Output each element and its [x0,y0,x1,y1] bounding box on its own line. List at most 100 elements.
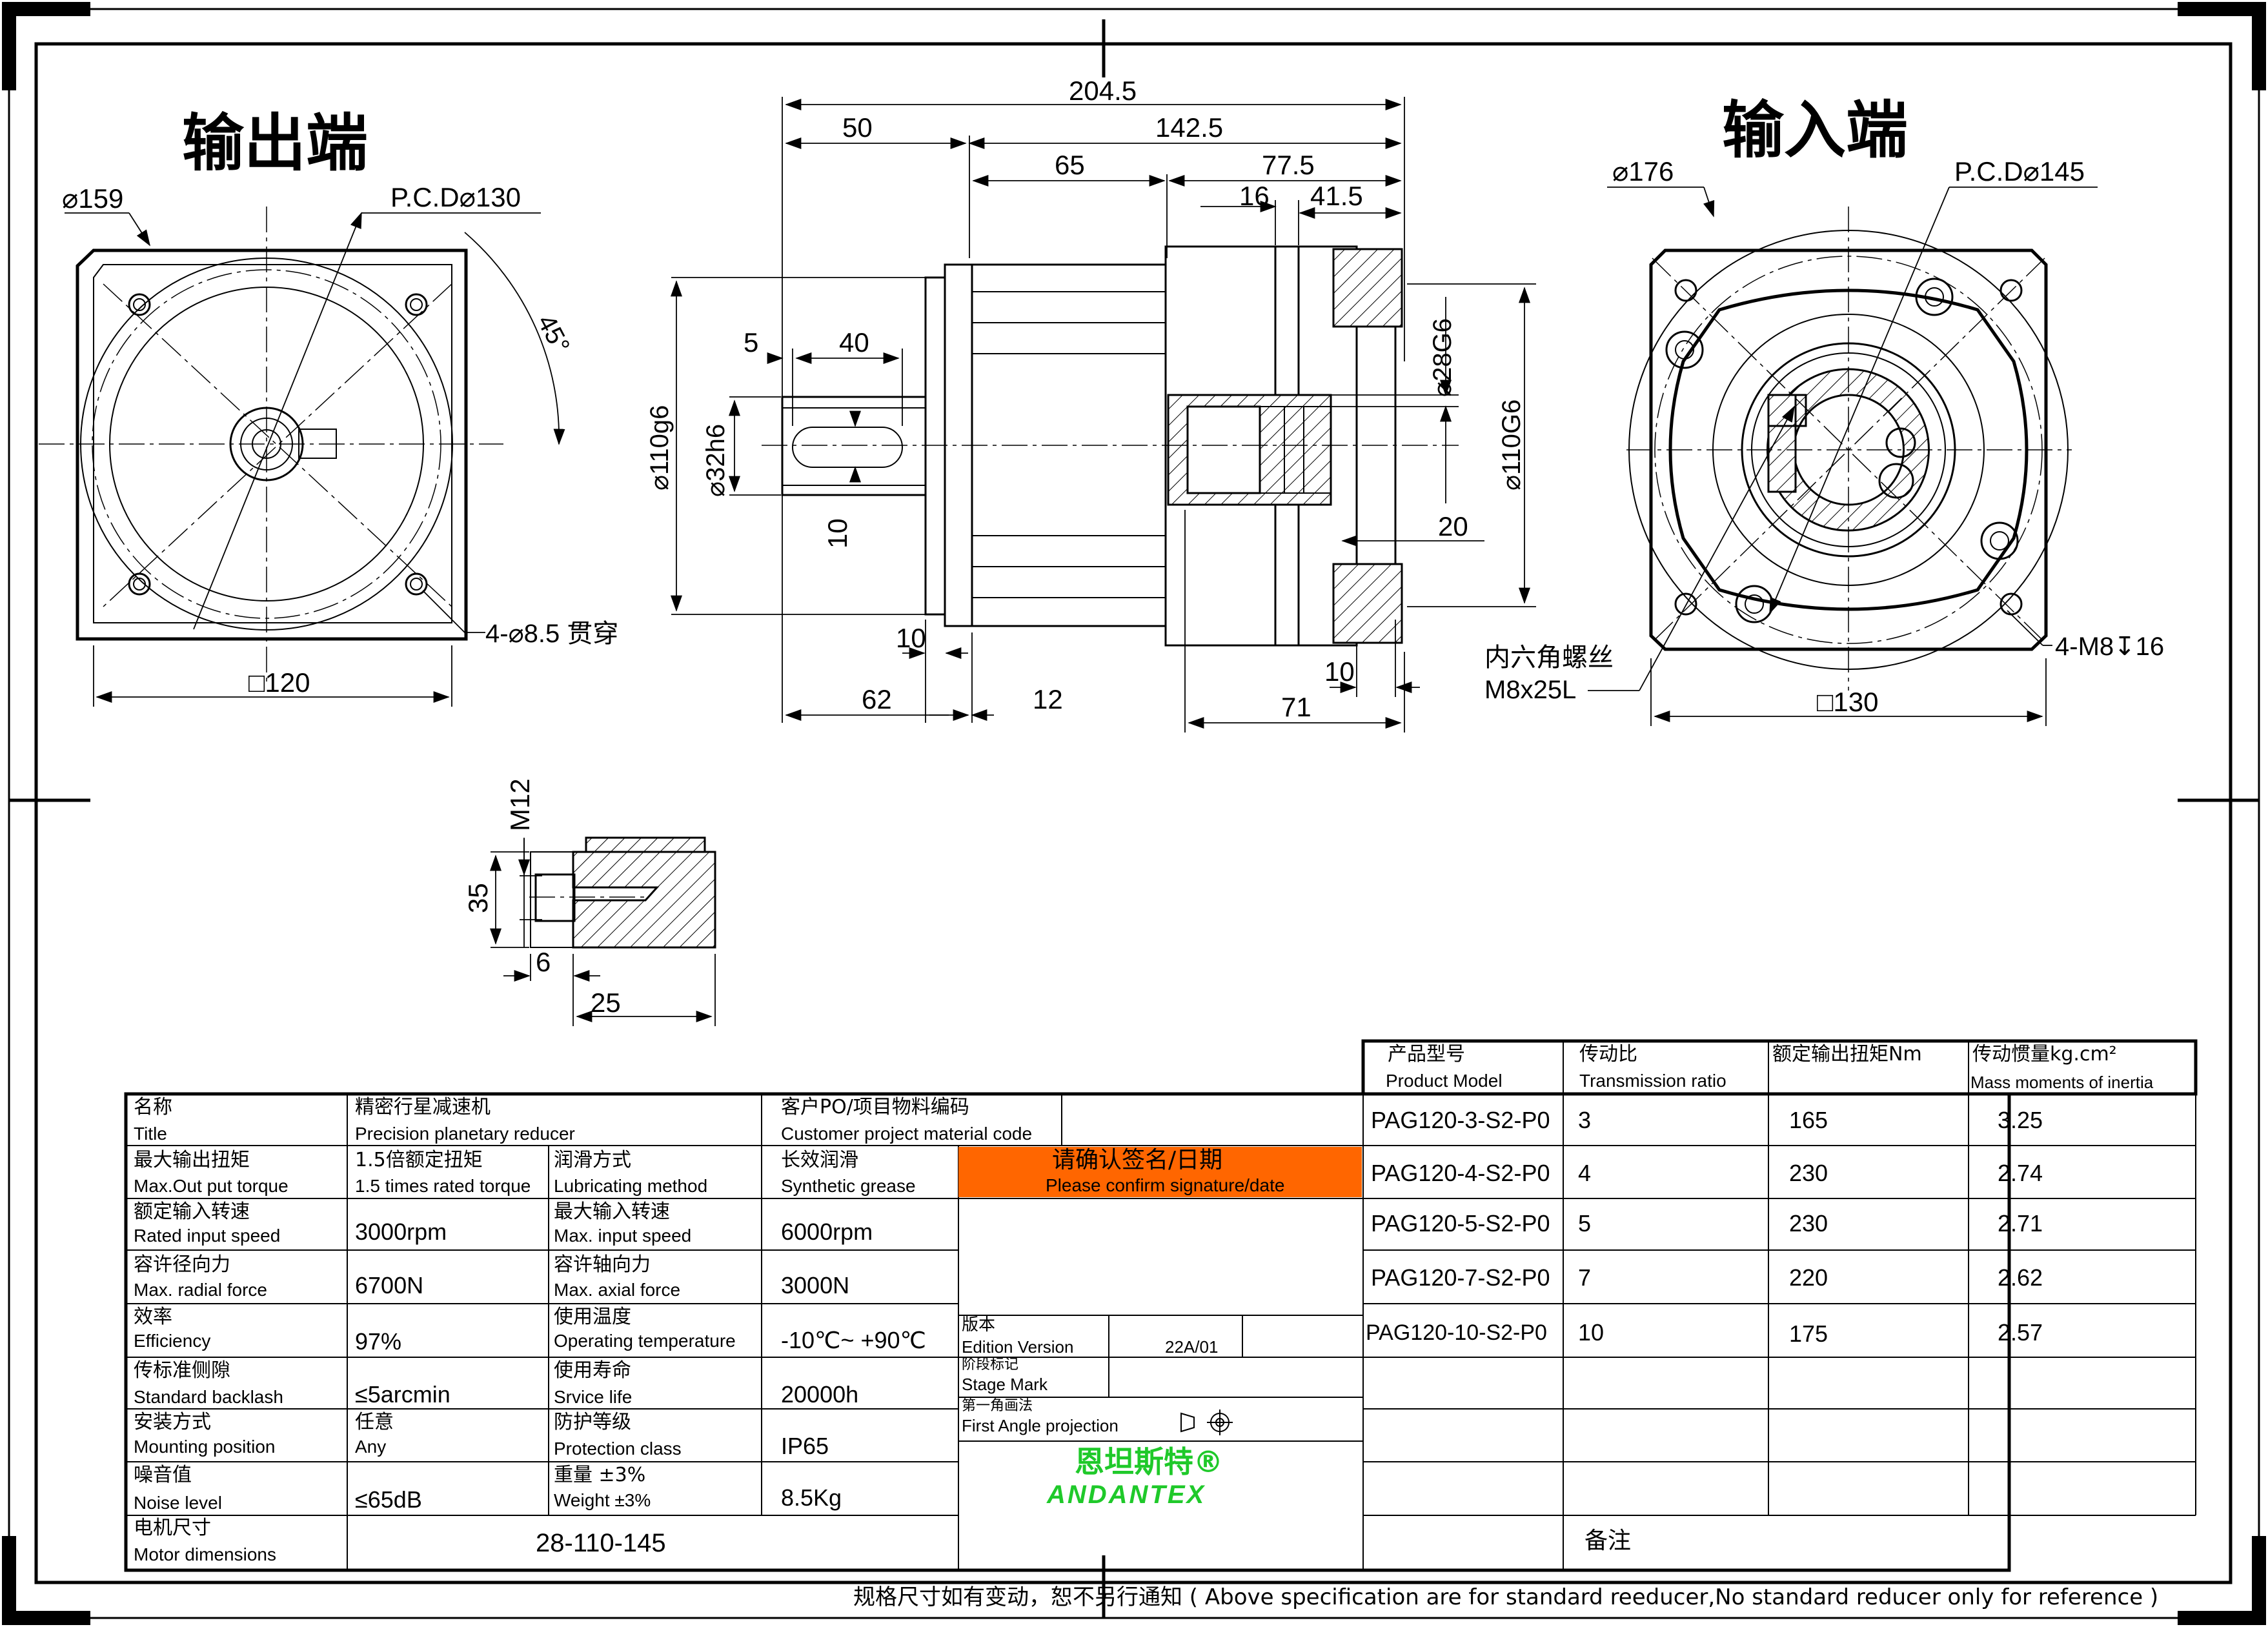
service-life-cn: 使用寿命 [554,1359,631,1382]
model-row-0-inertia: 3.25 [1998,1107,2043,1133]
remarks-label: 备注 [1585,1528,1632,1554]
output-title: 输出端 [182,107,368,179]
mounting-value-cn: 任意 [355,1411,394,1433]
rated-speed-en: Rated input speed [134,1226,281,1246]
output-holes-label: 4-⌀8.5 贯穿 [485,620,618,648]
header-inertia-cn: 传动惯量kg.cm² [1972,1043,2117,1066]
input-screw-label-1: 内六角螺丝 [1484,643,1614,672]
lubrication-en: Lubricating method [554,1176,708,1196]
radial-force-en: Max. radial force [134,1280,267,1300]
mounting-cn: 安装方式 [134,1411,211,1433]
projection-cn: 第一角画法 [962,1398,1033,1414]
dim-77-5: 77.5 [1262,150,1315,180]
max-speed-cn: 最大输入转速 [554,1200,670,1223]
header-inertia-en: Mass moments of inertia [1970,1073,2154,1092]
model-row-2-torque: 230 [1789,1210,1828,1237]
model-row-3-ratio: 7 [1578,1264,1592,1291]
temperature-cn: 使用温度 [554,1306,631,1328]
protection-cn: 防护等级 [554,1411,631,1433]
weight-en: Weight ±3% [554,1490,651,1510]
model-row-2-ratio: 5 [1578,1210,1592,1237]
model-row-0-model: PAG120-3-S2-P0 [1371,1107,1550,1133]
stage-cn: 阶段标记 [962,1357,1019,1373]
brand-logo-cn: 恩坦斯特® [1075,1444,1223,1479]
protection-value: IP65 [781,1433,829,1459]
dim-10a: 10 [822,518,853,549]
model-row-0-ratio: 3 [1578,1107,1592,1133]
detail-6-label: 6 [536,947,551,977]
shaft-detail-view: M12 35 6 25 [463,778,716,1026]
dim-62: 62 [862,684,892,714]
input-square-label: □130 [1817,687,1878,717]
row-title-cn: 名称 [134,1096,172,1118]
axial-force-value: 3000N [781,1272,850,1299]
footer-note: 规格尺寸如有变动，恕不另行通知 ( Above specification ar… [853,1584,2159,1610]
detail-m12-label: M12 [505,778,535,831]
dim-32: ⌀32h6 [702,424,730,497]
dim-28: ⌀28G6 [1428,318,1457,397]
confirm-signature-en[interactable]: Please confirm signature/date [1046,1175,1285,1195]
output-diameter-label: ⌀159 [62,183,123,214]
customer-code-cn: 客户PO/项目物料编码 [781,1096,969,1118]
max-torque-cn: 最大输出扭矩 [134,1149,250,1171]
radial-force-cn: 容许径向力 [134,1253,230,1276]
dim-20: 20 [1438,511,1468,541]
temperature-en: Operating temperature [554,1331,736,1351]
axial-force-en: Max. axial force [554,1280,681,1300]
dim-total: 204.5 [1069,76,1137,106]
model-row-1-inertia: 2.74 [1998,1160,2043,1186]
max-speed-value: 6000rpm [781,1218,873,1245]
model-row-4-inertia: 2.57 [1998,1319,2043,1346]
backlash-en: Standard backlash [134,1387,283,1407]
efficiency-en: Efficiency [134,1331,211,1351]
output-square-label: □120 [248,667,310,698]
weight-cn: 重量 ±3% [554,1464,646,1486]
customer-code-en: Customer project material code [781,1124,1033,1144]
brand-logo-en: ANDANTEX [1047,1480,1206,1509]
dim-71: 71 [1281,692,1311,722]
row-title-en: Title [134,1124,167,1144]
backlash-cn: 传标准侧隙 [134,1359,230,1382]
dim-5: 5 [744,327,758,358]
motor-dimensions-value: 28-110-145 [536,1529,666,1557]
header-ratio-cn: 传动比 [1579,1043,1637,1066]
projection-en: First Angle projection [962,1416,1119,1435]
motor-dimensions-en: Motor dimensions [134,1544,276,1564]
rated-speed-value: 3000rpm [355,1218,447,1245]
efficiency-cn: 效率 [134,1306,172,1328]
edition-en: Edition Version [962,1337,1074,1357]
model-row-2-model: PAG120-5-S2-P0 [1371,1210,1550,1237]
input-title: 输入端 [1722,94,1908,167]
lubrication-value-cn: 长效润滑 [781,1149,858,1171]
header-torque-cn: 额定输出扭矩Nm [1772,1043,1922,1066]
backlash-value: ≤5arcmin [355,1381,451,1408]
input-pcd-label: P.C.D⌀145 [1954,156,2085,187]
max-torque-value-cn: 1.5倍额定扭矩 [355,1149,483,1171]
output-pcd-label: P.C.D⌀130 [390,182,521,212]
max-speed-en: Max. input speed [554,1226,692,1246]
dim-16: 16 [1239,181,1270,211]
dim-10b: 10 [1324,656,1355,687]
radial-force-value: 6700N [355,1272,424,1299]
max-torque-en: Max.Out put torque [134,1176,289,1196]
service-life-value: 20000h [781,1381,859,1408]
dim-41-5: 41.5 [1310,181,1363,211]
input-screw-label-2: M8x25L [1484,676,1576,704]
detail-25-label: 25 [591,987,621,1018]
confirm-signature-cn[interactable]: 请确认签名/日期 [1052,1147,1223,1173]
lubrication-value-en: Synthetic grease [781,1176,916,1196]
max-torque-value-en: 1.5 times rated torque [355,1176,531,1196]
weight-value: 8.5Kg [781,1484,842,1511]
mounting-en: Mounting position [134,1437,276,1457]
axial-force-cn: 容许轴向力 [554,1253,651,1276]
protection-en: Protection class [554,1439,682,1459]
rated-speed-cn: 额定输入转速 [134,1200,250,1223]
noise-en: Noise level [134,1493,222,1513]
edition-value: 22A/01 [1165,1337,1219,1357]
dim-65: 65 [1055,150,1085,180]
mounting-value-en: Any [355,1437,387,1457]
noise-cn: 噪音值 [134,1464,192,1486]
dim-110b: ⌀110G6 [1497,399,1526,490]
